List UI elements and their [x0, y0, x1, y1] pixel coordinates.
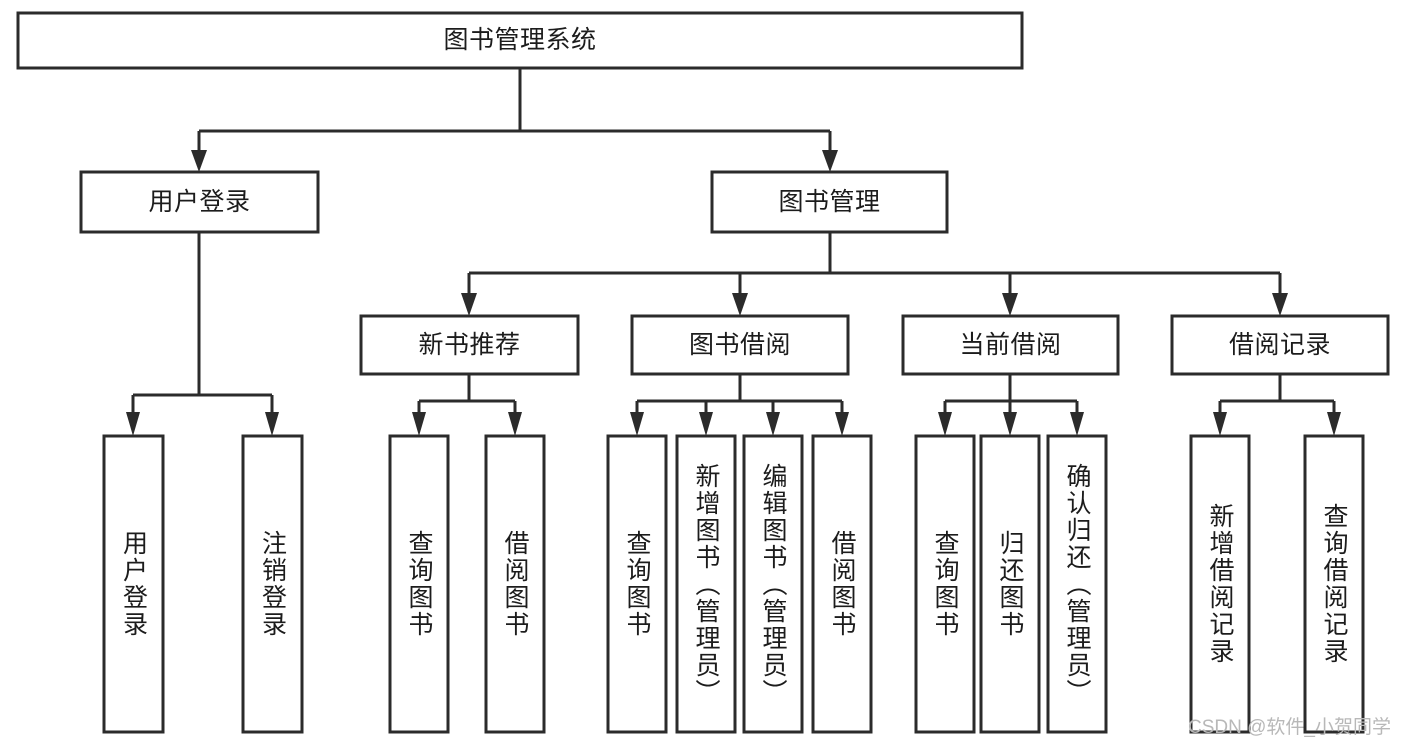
- node-box-borrow-records[interactable]: [1170, 314, 1390, 376]
- arrowhead-bookborrow-leaf-4: [835, 412, 849, 436]
- leaf-box-records-add[interactable]: [1189, 434, 1251, 734]
- arrowhead-book-borrow: [732, 293, 748, 316]
- arrowhead-currentborrow-leaf-1: [938, 412, 952, 436]
- leaf-box-borrow-add[interactable]: [675, 434, 737, 734]
- leaf-box-current-confirm[interactable]: [1046, 434, 1108, 734]
- leaf-box-logout[interactable]: [241, 434, 304, 734]
- leaf-box-current-query[interactable]: [914, 434, 976, 734]
- arrowhead-borrowrecords-leaf-1: [1213, 412, 1227, 436]
- node-box-root[interactable]: [16, 11, 1024, 70]
- leaf-box-current-return[interactable]: [979, 434, 1041, 734]
- leaf-box-user-login[interactable]: [102, 434, 165, 734]
- arrowhead-bookborrow-leaf-3: [766, 412, 780, 436]
- arrowhead-bookborrow-leaf-1: [630, 412, 644, 436]
- leaf-box-borrow-query[interactable]: [606, 434, 668, 734]
- leaf-box-newbook-borrow[interactable]: [484, 434, 546, 734]
- arrowhead-currentborrow-leaf-3: [1070, 412, 1084, 436]
- node-box-user-login[interactable]: [79, 170, 320, 234]
- arrowhead-user-login: [191, 150, 207, 172]
- arrowhead-currentborrow-leaf-2: [1003, 412, 1017, 436]
- arrowhead-borrowrecords-leaf-2: [1327, 412, 1341, 436]
- arrowhead-newbook-leaf-1: [412, 412, 426, 436]
- leaf-box-records-query[interactable]: [1303, 434, 1365, 734]
- leaf-box-newbook-query[interactable]: [388, 434, 450, 734]
- leaf-box-borrow-lend[interactable]: [811, 434, 873, 734]
- node-box-book-manage[interactable]: [710, 170, 949, 234]
- arrowhead-leaf-user-login: [126, 412, 140, 436]
- leaf-box-borrow-edit[interactable]: [742, 434, 804, 734]
- arrowhead-borrow-records: [1272, 293, 1288, 316]
- arrowhead-book-manage: [822, 150, 838, 172]
- arrowhead-current-borrow: [1002, 293, 1018, 316]
- arrowhead-new-book: [461, 293, 477, 316]
- arrowhead-newbook-leaf-2: [508, 412, 522, 436]
- node-box-new-book-recommend[interactable]: [359, 314, 580, 376]
- node-box-book-borrow[interactable]: [630, 314, 850, 376]
- node-box-current-borrow[interactable]: [901, 314, 1120, 376]
- arrowhead-bookborrow-leaf-2: [699, 412, 713, 436]
- arrowhead-leaf-logout: [265, 412, 279, 436]
